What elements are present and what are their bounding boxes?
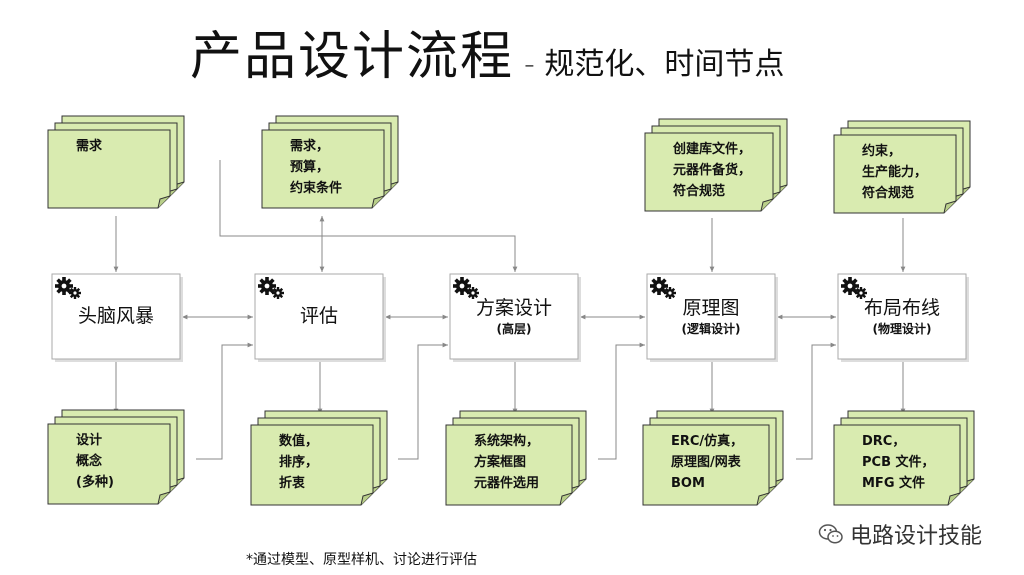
doc-line: 原理图/网表 (671, 455, 741, 470)
top-doc-stack-text: 创建库文件， 元器件备货， 符合规范 (673, 139, 751, 202)
connector-arrow (598, 342, 645, 460)
title-block: 产品设计流程 - 规范化、时间节点 (190, 14, 784, 89)
brand-name: 电路设计技能 (850, 524, 983, 549)
bottom-doc-stack-text: 数值， 排序， 折衷 (279, 431, 318, 494)
process-evaluate-text: 评估 (255, 304, 383, 328)
connector-arrow (398, 342, 448, 460)
bottom-doc-stack (445, 410, 587, 506)
top-docs (47, 115, 971, 214)
bottom-doc-stack (642, 410, 784, 506)
doc-line: 概念 (76, 454, 103, 469)
bottom-doc-stack-text: 系统架构， 方案框图元器件选用 (474, 431, 539, 494)
doc-line: 排序， (279, 455, 319, 470)
doc-line: PCB 文件， (862, 455, 935, 470)
process-label: 方案设计 (475, 297, 552, 319)
connector-arrow (196, 342, 253, 460)
process-sublabel: (物理设计) (872, 322, 932, 336)
bottom-docs (47, 409, 975, 506)
doc-line: 数值， (279, 434, 319, 449)
process-layout-text: 布局布线 (物理设计) (838, 296, 966, 338)
doc-line: 创建库文件， (673, 142, 752, 157)
brand-watermark: 电路设计技能 (818, 518, 982, 550)
process-brainstorm-text: 头脑风暴 (52, 304, 180, 328)
top-doc-stack-text: 需求， 预算， 约束条件 (290, 136, 342, 199)
bottom-doc-stack (250, 410, 388, 506)
top-doc-stack (261, 115, 399, 209)
doc-line: BOM (671, 476, 705, 491)
gears-icon (650, 277, 676, 299)
doc-line: 约束条件 (290, 181, 343, 196)
process-label: 头脑风暴 (77, 305, 154, 327)
doc-line: (多种) (76, 475, 114, 490)
process-boxes (51, 273, 969, 362)
doc-line: DRC， (862, 434, 906, 449)
doc-line: 符合规范 (862, 186, 915, 201)
process-label: 布局布线 (863, 297, 940, 319)
page-subtitle: - 规范化、时间节点 (524, 47, 785, 82)
connector-arrow (796, 342, 836, 460)
top-doc-stack-text: 约束， 生产能力， 符合规范 (862, 141, 927, 204)
connectors (113, 160, 906, 460)
process-label: 原理图 (682, 297, 740, 319)
doc-line: 需求， (290, 139, 330, 154)
doc-line: 需求 (76, 139, 103, 154)
doc-line: 系统架构， (474, 434, 540, 449)
top-doc-stack (833, 120, 971, 214)
process-label: 评估 (299, 305, 338, 327)
process-solution (449, 273, 581, 362)
gears-icon (55, 277, 81, 299)
bottom-doc-stack-text: DRC， PCB 文件， MFG 文件 (862, 431, 935, 494)
doc-line: 设计 (76, 433, 103, 448)
doc-line: 方案框图 (474, 455, 527, 470)
doc-line: 约束， (862, 144, 902, 159)
top-doc-stack-text: 需求 (76, 136, 102, 157)
process-layout (837, 273, 969, 362)
process-brainstorm (51, 273, 183, 362)
doc-line: 元器件备货， (673, 163, 752, 178)
gears-icon (258, 277, 284, 299)
doc-line: 符合规范 (673, 184, 726, 199)
doc-line: 元器件选用 (474, 476, 540, 491)
doc-line: 生产能力， (862, 165, 928, 180)
doc-line: 折衷 (279, 476, 306, 491)
doc-line: MFG 文件 (862, 476, 926, 491)
page-title: 产品设计流程 (190, 27, 515, 87)
bottom-doc-stack (833, 410, 975, 506)
doc-line: ERC/仿真， (671, 434, 744, 449)
process-solution-text: 方案设计 (高层) (450, 296, 578, 338)
process-sublabel: (高层) (496, 322, 532, 336)
footnote: *通过模型、原型样机、讨论进行评估 (246, 552, 477, 568)
wechat-icon (818, 524, 843, 544)
bottom-doc-stack-text: 设计概念 (多种) (76, 430, 114, 493)
gears-icon (841, 277, 867, 299)
doc-line: 预算， (290, 160, 330, 175)
process-sublabel: (逻辑设计) (681, 322, 741, 336)
bottom-doc-stack-text: ERC/仿真， 原理图/网表 BOM (671, 431, 743, 494)
process-schematic-text: 原理图 (逻辑设计) (647, 296, 775, 338)
gears-icon (453, 277, 479, 299)
top-doc-stack (644, 118, 788, 212)
process-schematic (646, 273, 778, 362)
bottom-doc-stack (47, 409, 185, 505)
process-evaluate (254, 273, 386, 362)
top-doc-stack (47, 115, 185, 209)
connector-arrow (219, 160, 518, 272)
